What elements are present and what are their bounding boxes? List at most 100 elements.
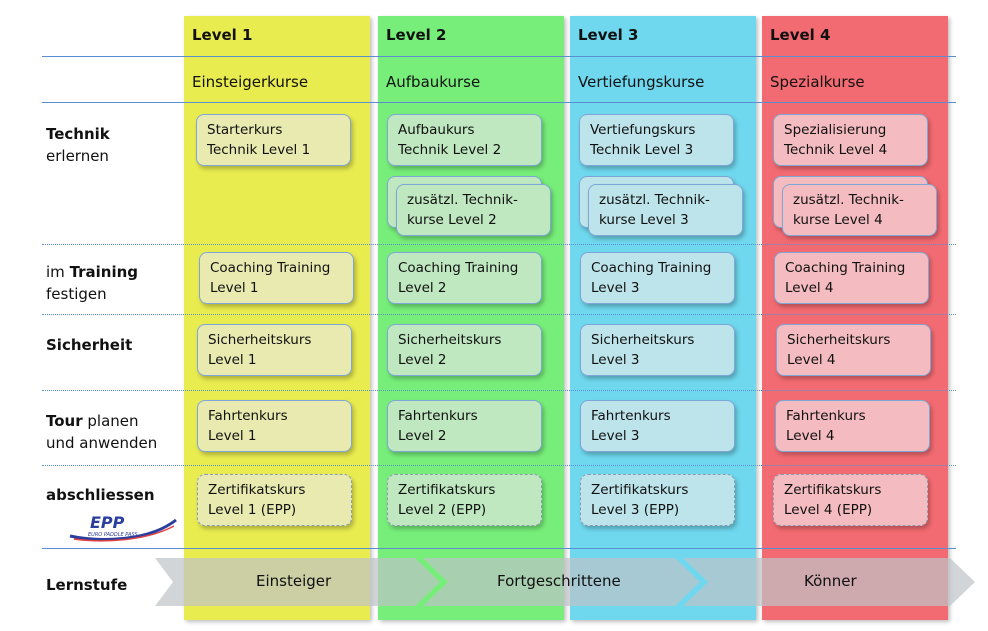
stage-chevron-3 [683,558,975,606]
course-fahrtenkurs-2[interactable]: Fahrtenkurs Level 2 [387,400,542,452]
course-level: Level 4 (EPP) [784,502,873,518]
course-name: Fahrtenkurs [786,408,866,424]
course-name: Spezialisierung [784,122,887,138]
course-sicherheitskurs-3[interactable]: Sicherheitskurs Level 3 [580,324,735,376]
level-4-column: Level 4 Spezialkurse [762,16,948,620]
epp-logo: EPP EURO PADDLE PASS [69,513,177,542]
course-sicherheitskurs-1[interactable]: Sicherheitskurs Level 1 [197,324,352,376]
course-level: Level 3 (EPP) [591,502,680,518]
level-1-column: Level 1 Einsteigerkurse [184,16,370,620]
row-label-bold: Technik [46,125,110,143]
course-name: zusätzl. Technik- [407,192,518,208]
level-3-title: Level 3 [578,26,639,44]
stage-chevron-2 [423,558,700,606]
row-label-training: im Training festigen [46,261,138,305]
row-label-bold: abschliessen [46,486,155,504]
course-level: Level 4 [786,428,835,444]
course-name: zusätzl. Technik- [599,192,710,208]
course-level: Level 4 [785,280,834,296]
course-level: Level 1 [210,280,259,296]
course-level: Level 2 [398,352,447,368]
row-label-rest: planen [82,412,139,430]
course-zusaetzl-technik-2[interactable]: zusätzl. Technik- kurse Level 2 [396,184,551,236]
course-name: Zertifikatskurs [208,482,306,498]
course-zertifikatskurs-1[interactable]: Zertifikatskurs Level 1 (EPP) [197,474,352,526]
course-level: Level 1 (EPP) [208,502,297,518]
course-level: Technik Level 4 [784,142,888,158]
course-level: Level 3 [591,428,640,444]
row-label-bold: Sicherheit [46,336,133,354]
course-name: Starterkurs [207,122,283,138]
course-zusaetzl-technik-3[interactable]: zusätzl. Technik- kurse Level 3 [588,184,743,236]
level-2-subtitle: Aufbaukurse [386,73,481,91]
level-2-title: Level 2 [386,26,447,44]
course-coaching-training-3[interactable]: Coaching Training Level 3 [580,252,735,304]
course-fahrtenkurs-4[interactable]: Fahrtenkurs Level 4 [775,400,930,452]
footer-divider [42,548,956,549]
course-aufbaukurs[interactable]: Aufbaukurs Technik Level 2 [387,114,542,166]
header-divider [42,56,956,57]
row-label-abschliessen: abschliessen [46,484,155,506]
course-name: Coaching Training [785,260,906,276]
course-vertiefungskurs[interactable]: Vertiefungskurs Technik Level 3 [579,114,734,166]
course-fahrtenkurs-3[interactable]: Fahrtenkurs Level 3 [580,400,735,452]
row-label-bold: Training [69,263,139,281]
course-coaching-training-2[interactable]: Coaching Training Level 2 [387,252,542,304]
subheader-divider [42,102,956,103]
course-name: Coaching Training [591,260,712,276]
row-label-rest: festigen [46,285,107,303]
course-name: Fahrtenkurs [208,408,288,424]
course-level: kurse Level 3 [599,212,689,228]
course-name: Aufbaukurs [398,122,475,138]
course-level: kurse Level 2 [407,212,497,228]
row-divider [42,390,956,391]
row-label-rest: und anwenden [46,434,158,452]
row-label-tour: Tour planen und anwenden [46,410,157,454]
row-label-rest: erlernen [46,147,109,165]
row-divider [42,244,956,245]
course-name: Sicherheitskurs [398,332,502,348]
course-name: Fahrtenkurs [591,408,671,424]
course-starterkurs[interactable]: Starterkurs Technik Level 1 [196,114,351,166]
row-label-technik: Technik erlernen [46,123,110,167]
course-name: zusätzl. Technik- [793,192,904,208]
course-zertifikatskurs-3[interactable]: Zertifikatskurs Level 3 (EPP) [580,474,735,526]
course-coaching-training-4[interactable]: Coaching Training Level 4 [774,252,929,304]
row-label-sicherheit: Sicherheit [46,334,132,356]
course-name: Zertifikatskurs [784,482,882,498]
course-fahrtenkurs-1[interactable]: Fahrtenkurs Level 1 [197,400,352,452]
course-name: Sicherheitskurs [787,332,891,348]
course-coaching-training-1[interactable]: Coaching Training Level 1 [199,252,354,304]
course-name: Fahrtenkurs [398,408,478,424]
course-level: Level 2 (EPP) [398,502,487,518]
level-2-column: Level 2 Aufbaukurse [378,16,564,620]
course-level: Level 4 [787,352,836,368]
level-3-column: Level 3 Vertiefungskurse [570,16,756,620]
level-4-subtitle: Spezialkurse [770,73,865,91]
level-4-title: Level 4 [770,26,831,44]
course-zertifikatskurs-2[interactable]: Zertifikatskurs Level 2 (EPP) [387,474,542,526]
row-label-bold: Tour [46,412,83,430]
row-label-bold: Lernstufe [46,576,128,594]
course-level: Technik Level 1 [207,142,311,158]
epp-logo-text: EPP [90,513,125,532]
course-level: Level 3 [591,352,640,368]
stage-fortgeschrittene: Fortgeschrittene [497,572,621,590]
course-name: Coaching Training [398,260,519,276]
stage-chevron-1 [155,558,440,606]
level-3-subtitle: Vertiefungskurse [578,73,705,91]
row-divider [42,314,956,315]
course-name: Vertiefungskurs [590,122,696,138]
course-sicherheitskurs-2[interactable]: Sicherheitskurs Level 2 [387,324,542,376]
course-sicherheitskurs-4[interactable]: Sicherheitskurs Level 4 [776,324,931,376]
lernstufe-arrow-band [155,558,975,606]
course-spezialisierung[interactable]: Spezialisierung Technik Level 4 [773,114,928,166]
course-name: Zertifikatskurs [591,482,689,498]
course-level: Level 1 [208,352,257,368]
level-1-title: Level 1 [192,26,253,44]
course-zusaetzl-technik-4[interactable]: zusätzl. Technik- kurse Level 4 [782,184,937,236]
course-zertifikatskurs-4[interactable]: Zertifikatskurs Level 4 (EPP) [773,474,928,526]
course-level: Level 3 [591,280,640,296]
course-level: Level 2 [398,428,447,444]
row-label-pre: im [46,263,70,281]
